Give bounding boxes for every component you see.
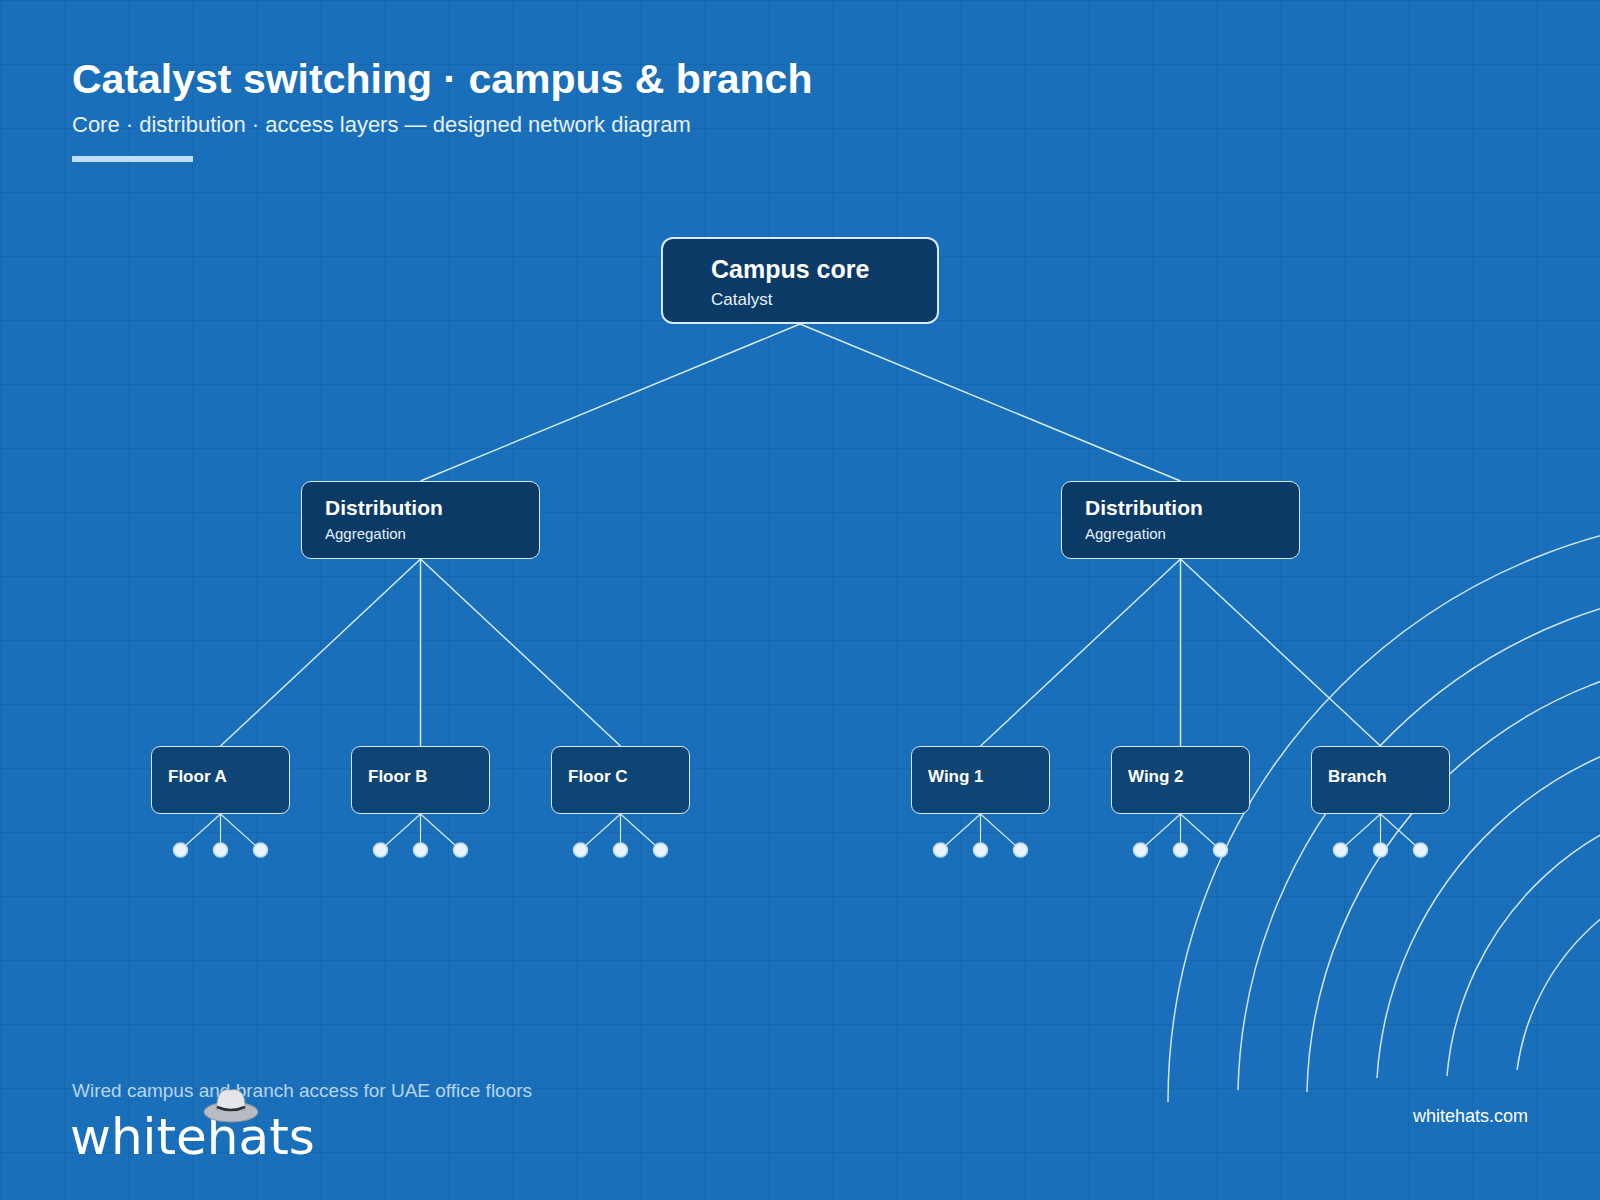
link-line — [800, 324, 1181, 481]
access-ports — [174, 814, 1428, 857]
link-line — [981, 559, 1181, 746]
node-heading: Branch — [1328, 767, 1449, 787]
node-heading: Floor C — [568, 767, 689, 787]
access-switch: Floor B — [351, 746, 490, 814]
link-line — [1181, 559, 1381, 746]
node-subtitle: Aggregation — [325, 525, 539, 542]
logo-wordmark: whitehats — [70, 1108, 315, 1166]
node-heading: Campus core — [711, 255, 937, 284]
distribution-switch: DistributionAggregation — [1061, 481, 1300, 559]
accent-bar — [72, 156, 193, 162]
access-switch: Branch — [1311, 746, 1450, 814]
link-line — [1180, 559, 1182, 746]
link-line — [420, 559, 422, 746]
node-heading: Floor A — [168, 767, 289, 787]
link-line — [221, 559, 421, 746]
access-switch: Wing 2 — [1111, 746, 1250, 814]
distribution-switch: DistributionAggregation — [301, 481, 540, 559]
diagram-title: Catalyst switching · campus & branch — [72, 56, 812, 103]
website-url: whitehats.com — [1413, 1106, 1528, 1127]
node-heading: Wing 1 — [928, 767, 1049, 787]
node-subtitle: Aggregation — [1085, 525, 1299, 542]
caption: Wired campus and branch access for UAE o… — [72, 1080, 532, 1102]
link-line — [421, 559, 621, 746]
node-heading: Wing 2 — [1128, 767, 1249, 787]
node-heading: Distribution — [325, 496, 539, 520]
access-switch: Floor C — [551, 746, 690, 814]
node-heading: Distribution — [1085, 496, 1299, 520]
access-switch: Floor A — [151, 746, 290, 814]
core-switch: Campus coreCatalyst — [661, 237, 939, 324]
subtitle: Core · distribution · access layers — de… — [72, 112, 691, 138]
node-subtitle: Catalyst — [711, 290, 937, 310]
access-switch: Wing 1 — [911, 746, 1050, 814]
link-line — [421, 324, 801, 481]
node-heading: Floor B — [368, 767, 489, 787]
